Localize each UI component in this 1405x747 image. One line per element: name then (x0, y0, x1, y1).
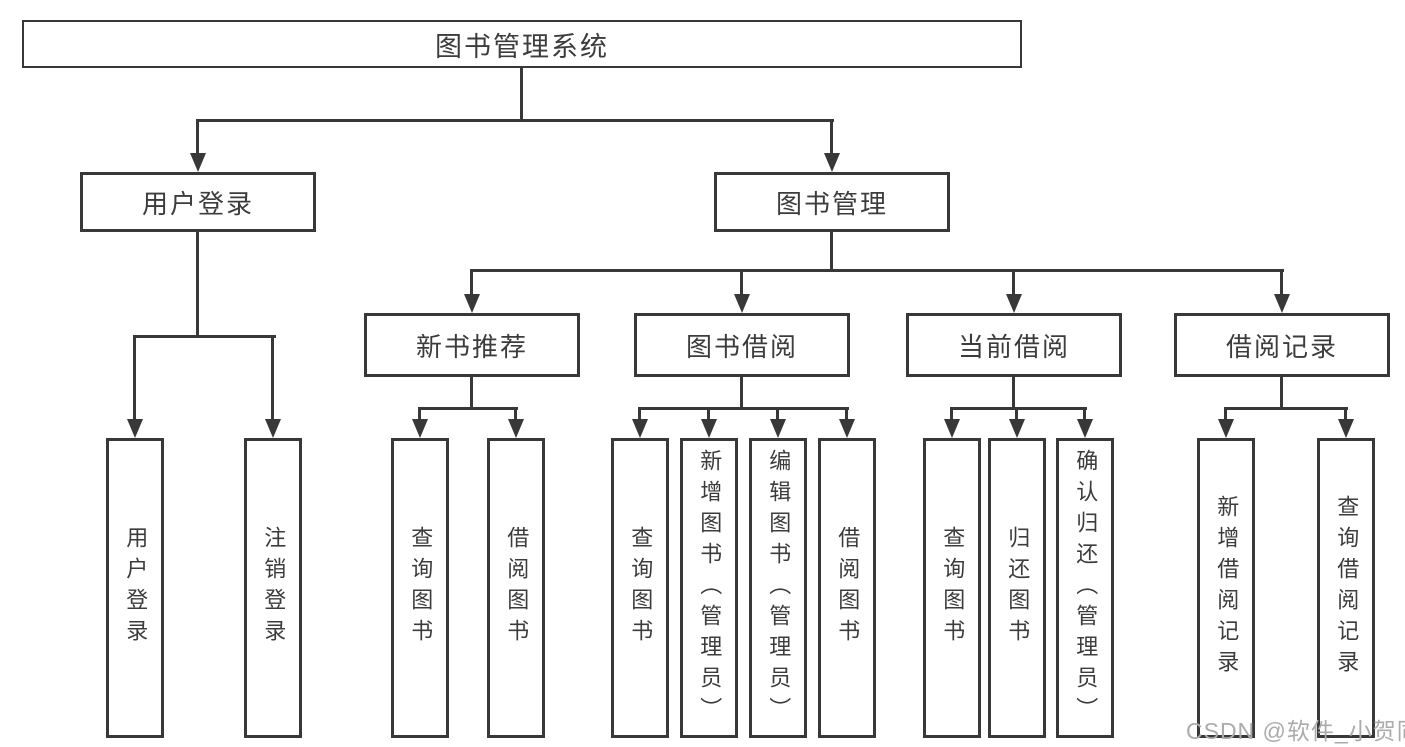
leaf-query-books-borrow: 查询图书 (611, 438, 669, 738)
leaf-query-borrow-record: 查询借阅记录 (1317, 438, 1375, 738)
node-borrow-records: 借阅记录 (1174, 313, 1390, 377)
connector-stem-leaf (1224, 407, 1227, 422)
connector-stem-leaf (707, 407, 710, 422)
leaf-query-books-borrow-label: 查询图书 (628, 526, 654, 650)
arrow-down-icon (632, 419, 648, 438)
connector-groupC-stem (740, 377, 743, 409)
arrow-down-icon (1218, 419, 1234, 438)
leaf-confirm-return-admin-label: 确认归还（管理员） (1073, 448, 1099, 728)
leaf-add-borrow-record-label: 新增借阅记录 (1214, 495, 1240, 681)
connector-groupC-bar (638, 407, 849, 410)
node-book-management: 图书管理 (714, 172, 950, 232)
connector-stem-leaf (1015, 407, 1018, 422)
arrow-down-icon (508, 419, 524, 438)
connector-stem-leaf (950, 407, 953, 422)
node-book-borrow: 图书借阅 (634, 313, 850, 377)
arrow-down-icon (412, 419, 428, 438)
connector-stem-current-borrow (1012, 269, 1015, 297)
arrow-down-icon (701, 419, 717, 438)
arrow-down-icon (127, 419, 143, 438)
arrow-down-icon (839, 419, 855, 438)
connector-groupD-stem (1012, 377, 1015, 409)
arrow-down-icon (944, 419, 960, 438)
arrow-down-icon (190, 153, 206, 172)
connector-user-login-stem (196, 232, 199, 337)
node-user-login: 用户登录 (80, 172, 316, 232)
node-current-borrow: 当前借阅 (906, 313, 1122, 377)
connector-stem-leaf (1344, 407, 1347, 422)
connector-stem-user-login (196, 119, 199, 156)
arrow-down-icon (734, 294, 750, 313)
node-new-book-recommend-label: 新书推荐 (415, 331, 528, 362)
node-root: 图书管理系统 (22, 20, 1022, 68)
connector-stem-book-borrow (740, 269, 743, 297)
connector-stem-leaf (776, 407, 779, 422)
connector-book-management-stem (830, 232, 833, 272)
leaf-borrow-books-recommend: 借阅图书 (487, 438, 545, 738)
leaf-borrow-books: 借阅图书 (818, 438, 876, 738)
leaf-user-login: 用户登录 (106, 438, 164, 738)
arrow-down-icon (824, 153, 840, 172)
leaf-query-books-recommend-label: 查询图书 (408, 526, 434, 650)
connector-level3-bar (470, 269, 1284, 272)
leaf-return-book: 归还图书 (988, 438, 1046, 738)
node-current-borrow-label: 当前借阅 (957, 331, 1070, 362)
node-user-login-label: 用户登录 (141, 188, 254, 219)
arrow-down-icon (1338, 419, 1354, 438)
leaf-user-login-label: 用户登录 (123, 526, 149, 650)
arrow-down-icon (265, 419, 281, 438)
arrow-down-icon (1077, 419, 1093, 438)
arrow-down-icon (1009, 419, 1025, 438)
node-book-management-label: 图书管理 (775, 188, 888, 219)
connector-stem-leaf-logout (271, 335, 274, 421)
leaf-add-book-admin: 新增图书（管理员） (680, 438, 738, 738)
node-borrow-records-label: 借阅记录 (1225, 331, 1338, 362)
connector-stem-leaf (514, 407, 517, 422)
connector-stem-leaf-user-login (133, 335, 136, 421)
connector-root-stem (520, 68, 523, 122)
connector-user-login-bar (133, 335, 276, 338)
arrow-down-icon (1006, 294, 1022, 313)
leaf-edit-book-admin: 编辑图书（管理员） (749, 438, 807, 738)
leaf-add-borrow-record: 新增借阅记录 (1197, 438, 1255, 738)
leaf-logout-label: 注销登录 (261, 526, 287, 650)
watermark: CSDN @软件_小贺同学 (1186, 718, 1405, 744)
connector-groupB-bar (418, 407, 518, 410)
connector-groupD-bar (950, 407, 1087, 410)
node-book-borrow-label: 图书借阅 (685, 331, 798, 362)
leaf-add-book-admin-label: 新增图书（管理员） (697, 448, 723, 728)
leaf-logout: 注销登录 (244, 438, 302, 738)
leaf-borrow-books-label: 借阅图书 (835, 526, 861, 650)
leaf-edit-book-admin-label: 编辑图书（管理员） (766, 448, 792, 728)
connector-stem-book-management (830, 119, 833, 156)
leaf-query-books-recommend: 查询图书 (391, 438, 449, 738)
node-root-label: 图书管理系统 (435, 31, 609, 62)
arrow-down-icon (770, 419, 786, 438)
connector-level2-bar (196, 119, 834, 122)
connector-stem-leaf (638, 407, 641, 422)
connector-stem-new-book (470, 269, 473, 297)
leaf-borrow-books-recommend-label: 借阅图书 (504, 526, 530, 650)
connector-stem-borrow-records (1280, 269, 1283, 297)
connector-groupE-bar (1224, 407, 1348, 410)
arrow-down-icon (1274, 294, 1290, 313)
arrow-down-icon (464, 294, 480, 313)
leaf-query-books-current: 查询图书 (923, 438, 981, 738)
connector-groupB-stem (470, 377, 473, 409)
leaf-query-borrow-record-label: 查询借阅记录 (1334, 495, 1360, 681)
leaf-confirm-return-admin: 确认归还（管理员） (1056, 438, 1114, 738)
leaf-query-books-current-label: 查询图书 (940, 526, 966, 650)
connector-groupE-stem (1280, 377, 1283, 409)
connector-stem-leaf (418, 407, 421, 422)
connector-stem-leaf (1083, 407, 1086, 422)
connector-stem-leaf (845, 407, 848, 422)
node-new-book-recommend: 新书推荐 (364, 313, 580, 377)
leaf-return-book-label: 归还图书 (1005, 526, 1031, 650)
